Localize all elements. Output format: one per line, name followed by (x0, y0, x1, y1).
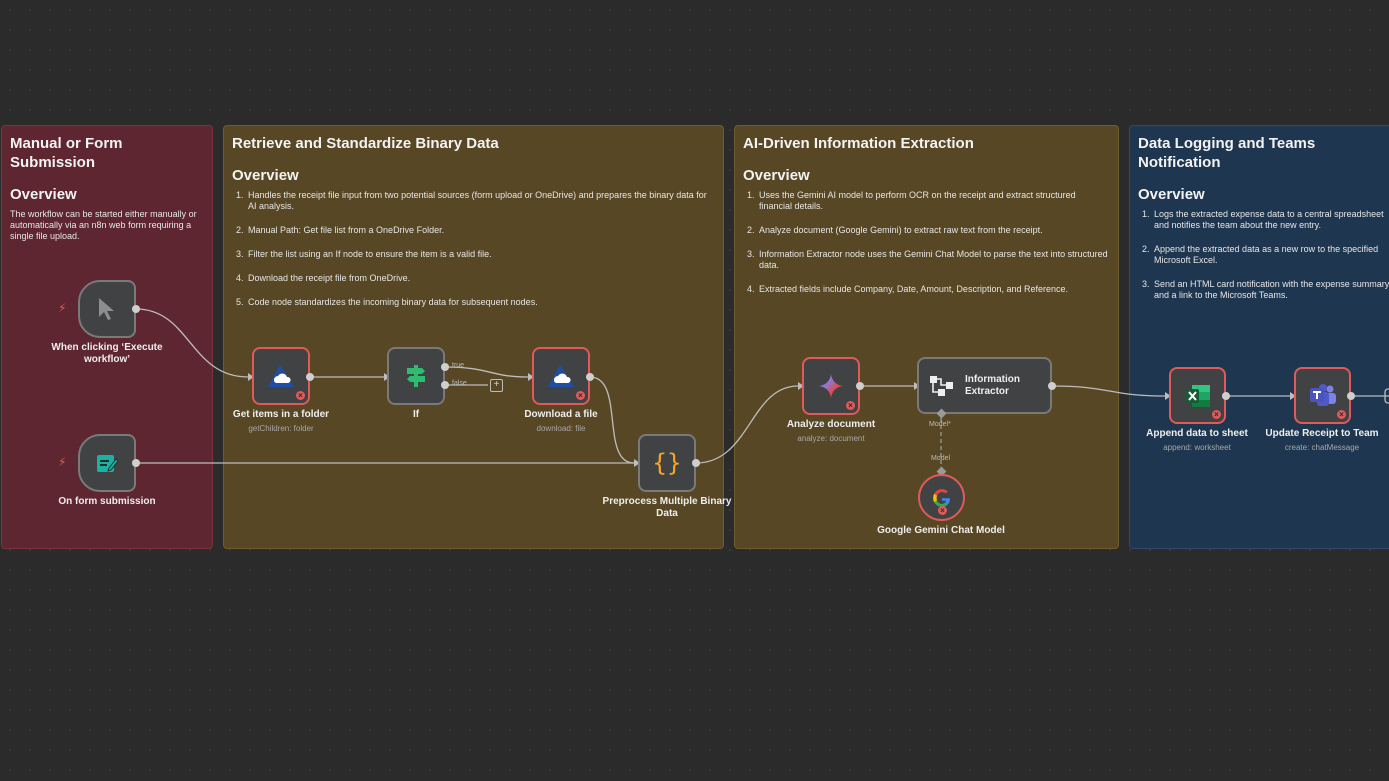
model-output-label: Model (931, 455, 951, 462)
output-port[interactable] (306, 373, 314, 381)
sticky-list: Uses the Gemini AI model to perform OCR … (743, 190, 1110, 295)
node-subtitle: download: file (536, 424, 586, 433)
sticky-title: AI-Driven Information Extraction (743, 135, 974, 152)
sticky-overview-heading: Overview (232, 167, 299, 184)
node-label: On form submission (58, 496, 156, 507)
if-signpost-icon (403, 363, 429, 389)
google-g-icon (932, 488, 952, 508)
cursor-icon (96, 296, 118, 322)
output-port[interactable] (132, 305, 140, 313)
error-icon: × (1337, 410, 1346, 419)
node-label: When clicking ‘Execute workflow’ (51, 342, 163, 365)
list-item: Logs the extracted expense data to a cen… (1152, 209, 1389, 231)
output-port[interactable] (1222, 392, 1230, 400)
node-google-gemini-chat-model[interactable]: × (918, 474, 965, 521)
sticky-title: Manual or Form Submission (10, 135, 123, 171)
node-form-trigger[interactable] (78, 434, 136, 492)
excel-icon (1185, 383, 1211, 409)
error-icon: × (576, 391, 585, 400)
onedrive-icon (266, 361, 296, 391)
error-icon: × (938, 506, 947, 515)
node-update-teams[interactable]: × (1294, 367, 1351, 424)
trigger-bolt-icon: ⚡ (58, 301, 67, 315)
sticky-list: Handles the receipt file input from two … (232, 190, 715, 308)
node-label: Download a file (524, 409, 598, 420)
sticky-list: Logs the extracted expense data to a cen… (1138, 209, 1389, 301)
list-item: Manual Path: Get file list from a OneDri… (246, 225, 715, 236)
node-subtitle: create: chatMessage (1284, 443, 1360, 452)
list-item: Extracted fields include Company, Date, … (757, 284, 1110, 295)
node-information-extractor[interactable]: Information Extractor (917, 357, 1052, 414)
output-port[interactable] (1347, 392, 1355, 400)
node-label: Google Gemini Chat Model (877, 525, 1005, 536)
node-preprocess[interactable]: {} (638, 434, 696, 492)
output-port-false[interactable] (441, 381, 449, 389)
node-if[interactable] (387, 347, 445, 405)
list-item: Filter the list using an If node to ensu… (246, 249, 715, 260)
gemini-icon (818, 373, 844, 399)
error-icon: × (296, 391, 305, 400)
list-item: Analyze document (Google Gemini) to extr… (757, 225, 1110, 236)
output-port[interactable] (132, 459, 140, 467)
list-item: Handles the receipt file input from two … (246, 190, 715, 212)
list-item: Append the extracted data as a new row t… (1152, 244, 1389, 266)
node-label: If (412, 409, 420, 420)
node-download-file[interactable]: × (532, 347, 590, 405)
add-node-plus-icon[interactable]: + (490, 379, 503, 392)
node-manual-trigger[interactable] (78, 280, 136, 338)
onedrive-icon (546, 361, 576, 391)
model-input-label: Model* (929, 421, 951, 428)
node-label: Get items in a folder (232, 409, 330, 420)
node-label: Preprocess Multiple Binary Data (602, 496, 732, 519)
output-port[interactable] (692, 459, 700, 467)
node-get-items[interactable]: × (252, 347, 310, 405)
branch-label-true: true (452, 362, 465, 369)
node-analyze-document[interactable]: × (802, 357, 860, 415)
node-label: Information Extractor (965, 373, 1020, 397)
branch-label-false: false (452, 380, 467, 387)
trigger-bolt-icon: ⚡ (58, 455, 67, 469)
sticky-overview-heading: Overview (10, 186, 77, 203)
node-label: Update Receipt to Team (1265, 428, 1379, 439)
list-item: Send an HTML card notification with the … (1152, 279, 1389, 301)
sticky-overview-heading: Overview (1138, 186, 1205, 203)
list-item: Code node standardizes the incoming bina… (246, 297, 715, 308)
node-label: Analyze document (786, 419, 876, 430)
sticky-overview-heading: Overview (743, 167, 810, 184)
output-port-true[interactable] (441, 363, 449, 371)
list-item: Uses the Gemini AI model to perform OCR … (757, 190, 1110, 212)
output-port[interactable] (1048, 382, 1056, 390)
error-icon: × (1212, 410, 1221, 419)
teams-icon (1309, 383, 1337, 409)
sticky-title: Data Logging and Teams Notification (1138, 135, 1316, 171)
node-append-sheet[interactable]: × (1169, 367, 1226, 424)
output-port[interactable] (856, 382, 864, 390)
sticky-text: The workflow can be started either manua… (10, 209, 197, 241)
node-subtitle: append: worksheet (1163, 443, 1231, 452)
output-port[interactable] (586, 373, 594, 381)
list-item: Information Extractor node uses the Gemi… (757, 249, 1110, 271)
sticky-title: Retrieve and Standardize Binary Data (232, 135, 499, 152)
node-subtitle: getChildren: folder (248, 424, 314, 433)
sticky-data-logging[interactable]: Data Logging and Teams Notification Over… (1129, 125, 1389, 549)
error-icon: × (846, 401, 855, 410)
node-label: Append data to sheet (1146, 428, 1248, 439)
node-subtitle: analyze: document (797, 434, 865, 443)
form-icon (95, 451, 119, 475)
extractor-icon (929, 375, 955, 397)
list-item: Download the receipt file from OneDrive. (246, 273, 715, 284)
code-braces-icon: {} (652, 449, 682, 477)
